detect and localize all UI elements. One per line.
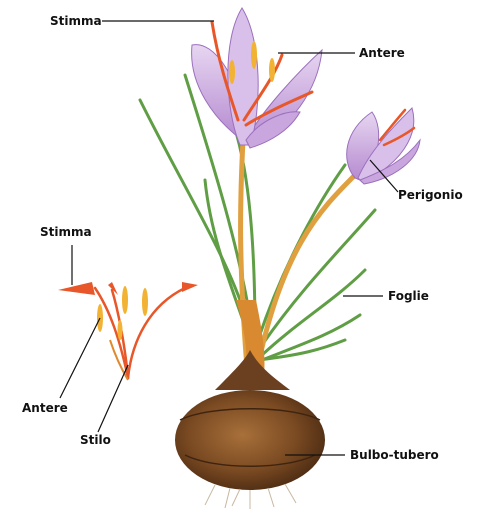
label-antere-top: Antere bbox=[359, 46, 405, 60]
label-bulbo-tubero: Bulbo-tubero bbox=[350, 448, 439, 462]
label-antere-detail: Antere bbox=[22, 401, 68, 415]
label-foglie: Foglie bbox=[388, 289, 429, 303]
label-stimma-top: Stimma bbox=[50, 14, 102, 28]
label-stimma-detail: Stimma bbox=[40, 225, 92, 239]
label-stilo: Stilo bbox=[80, 433, 111, 447]
main-flower bbox=[192, 8, 322, 148]
bulb bbox=[175, 350, 325, 509]
label-perigonio: Perigonio bbox=[398, 188, 463, 202]
